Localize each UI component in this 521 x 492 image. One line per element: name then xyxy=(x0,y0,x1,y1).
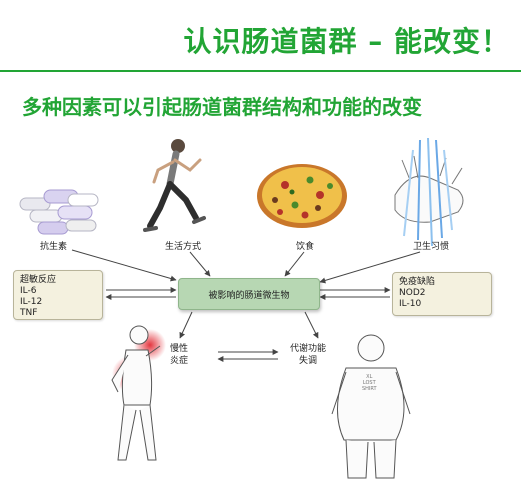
shirt-text: XL LOST SHIRT xyxy=(362,374,377,392)
immune-deficiency-title: 免疫缺陷 xyxy=(399,277,436,287)
shirt-line: LOST xyxy=(362,380,376,386)
metabolic-line: 失调 xyxy=(299,356,318,366)
hypersensitivity-title: 超敏反应 xyxy=(20,275,57,285)
shirt-line: XL xyxy=(366,374,373,380)
arrow-right-bidirectional xyxy=(319,287,391,300)
overweight-person-icon xyxy=(331,334,411,479)
factor-hygiene-label: 卫生习惯 xyxy=(413,242,450,252)
inflammation-label: 慢性 炎症 xyxy=(170,343,188,367)
immune-deficiency-box: 免疫缺陷 NOD2 IL-10 xyxy=(392,272,492,316)
runner-icon xyxy=(143,139,206,232)
page-title: 认识肠道菌群 – 能改变！ xyxy=(183,25,510,58)
arrow-to-metabolic xyxy=(304,311,319,339)
arrow-antibiotics xyxy=(71,249,177,282)
affected-microbiota-label: 被影响的肠道微生物 xyxy=(208,290,290,301)
title-divider xyxy=(0,70,521,72)
immune-deficiency-item: IL-10 xyxy=(399,299,422,309)
inflammation-line: 炎症 xyxy=(170,356,189,366)
antibiotics-pills-icon xyxy=(19,189,99,235)
arrow-left-bidirectional xyxy=(105,287,177,300)
factor-lifestyle-label: 生活方式 xyxy=(165,242,202,252)
immune-deficiency-item: NOD2 xyxy=(399,288,426,298)
arrow-hygiene xyxy=(319,251,421,284)
arrow-bottom-bidirectional xyxy=(217,349,279,362)
metabolic-line: 代谢功能 xyxy=(290,344,327,354)
hypersensitivity-item: TNF xyxy=(20,308,38,318)
pizza-icon xyxy=(257,164,347,228)
hypersensitivity-item: IL-6 xyxy=(20,286,37,296)
back-pain-person-icon xyxy=(111,325,166,461)
arrow-lifestyle xyxy=(189,251,211,277)
hand-washing-icon xyxy=(394,137,464,247)
hypersensitivity-item: IL-12 xyxy=(20,297,43,307)
page-subtitle: 多种因素可以引起肠道菌群结构和功能的改变 xyxy=(22,95,422,119)
metabolic-dysfunction-label: 代谢功能 失调 xyxy=(290,343,326,367)
affected-microbiota-box: 被影响的肠道微生物 xyxy=(178,278,320,310)
shirt-line: SHIRT xyxy=(362,386,377,392)
arrow-to-inflammation xyxy=(179,311,193,339)
arrow-diet xyxy=(284,251,305,277)
factor-antibiotics-label: 抗生素 xyxy=(40,242,68,252)
factor-diet-label: 饮食 xyxy=(296,242,315,252)
hypersensitivity-box: 超敏反应 IL-6 IL-12 TNF xyxy=(13,270,103,320)
inflammation-line: 慢性 xyxy=(170,344,189,354)
